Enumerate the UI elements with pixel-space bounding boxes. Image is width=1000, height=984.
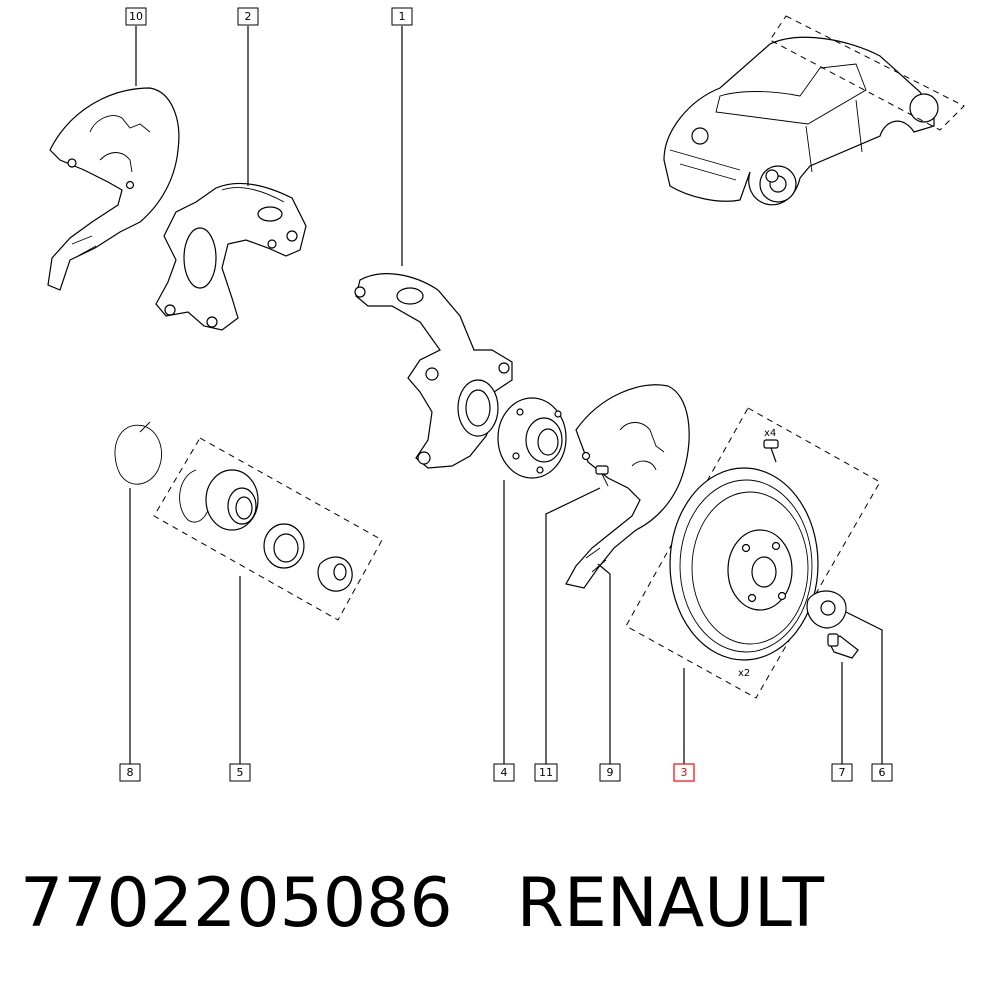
svg-text:11: 11: [539, 766, 553, 779]
svg-text:7: 7: [839, 766, 846, 779]
svg-text:9: 9: [607, 766, 614, 779]
svg-text:5: 5: [237, 766, 244, 779]
svg-text:6: 6: [879, 766, 886, 779]
wheel-nut-part-6: [806, 590, 847, 629]
callout-4[interactable]: 4: [493, 763, 515, 782]
steering-knuckle-part-2: [155, 182, 307, 331]
car-illustration: [663, 15, 965, 206]
svg-text:8: 8: [127, 766, 134, 779]
callout-1[interactable]: 1: [391, 7, 413, 26]
callout-7[interactable]: 7: [831, 763, 853, 782]
svg-text:3: 3: [681, 766, 688, 779]
callout-2[interactable]: 2: [237, 7, 259, 26]
svg-text:1: 1: [399, 10, 406, 23]
bearing-kit-part-5: [153, 437, 383, 621]
screw-part-11: [595, 465, 609, 487]
callout-11[interactable]: 11: [534, 763, 558, 782]
circlip-part-8: [114, 421, 162, 485]
wheel-bolt-part-7: [827, 633, 859, 659]
svg-text:2: 2: [245, 10, 252, 23]
callout-10[interactable]: 10: [125, 7, 147, 26]
dust-shield-part-9: [565, 384, 690, 589]
brake-disc-part-3: x4 x2: [625, 407, 881, 699]
part-caption: 7702205086 RENAULT: [20, 858, 824, 948]
bolt-icon: [763, 439, 779, 463]
callout-6[interactable]: 6: [871, 763, 893, 782]
steering-knuckle-part-1: [354, 273, 513, 469]
callout-9[interactable]: 9: [599, 763, 621, 782]
callout-8[interactable]: 8: [119, 763, 141, 782]
svg-text:10: 10: [129, 10, 143, 23]
brand-name: RENAULT: [516, 863, 825, 943]
dust-shield-part-10: [47, 87, 180, 291]
callout-5[interactable]: 5: [229, 763, 251, 782]
part-number: 7702205086: [20, 863, 453, 943]
leader-lines: [129, 26, 883, 764]
wheel-hub-part-4: [497, 397, 567, 479]
bolt-quantity: x4: [764, 428, 776, 439]
svg-text:4: 4: [501, 766, 508, 779]
disc-quantity: x2: [738, 668, 750, 679]
callout-3-highlighted[interactable]: 3: [673, 763, 695, 782]
